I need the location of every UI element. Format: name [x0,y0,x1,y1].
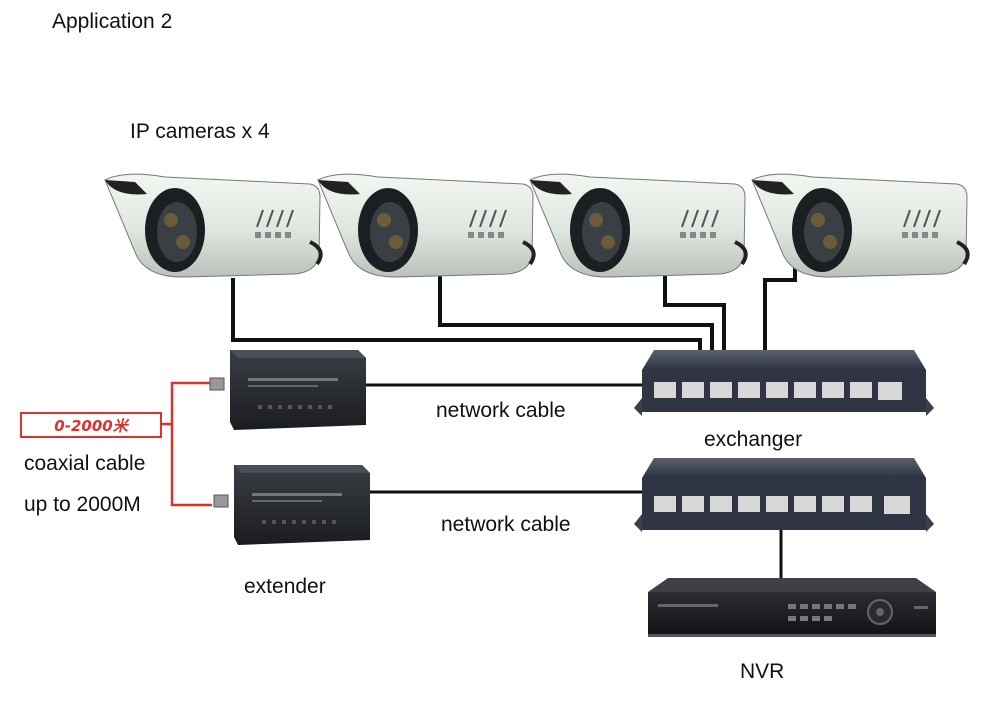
extender-label: extender [244,575,326,598]
distance-badge: 0-2000米 [20,412,162,438]
ip-camera-1 [104,173,323,278]
nvr-switch [634,458,934,532]
distance-badge-text: 0-2000米 [54,416,128,435]
ip-camera-2 [317,173,536,278]
page-title: Application 2 [52,10,173,33]
coaxial-distance-label: up to 2000M [24,493,141,516]
nvr-device [648,578,936,637]
ip-camera-4 [751,173,970,278]
extender-bottom [213,465,370,545]
coaxial-cable-label: coaxial cable [24,452,146,475]
network-cable-label-upper: network cable [436,399,566,422]
extender-top [209,350,366,430]
ip-cameras-label: IP cameras x 4 [130,120,270,143]
exchanger-label: exchanger [704,428,803,451]
ip-camera-3 [529,173,748,278]
nvr-label: NVR [740,660,785,683]
exchanger-switch [634,350,934,416]
coaxial-cable [162,381,212,507]
network-cable-label-lower: network cable [441,513,571,536]
network-cables [362,383,783,580]
